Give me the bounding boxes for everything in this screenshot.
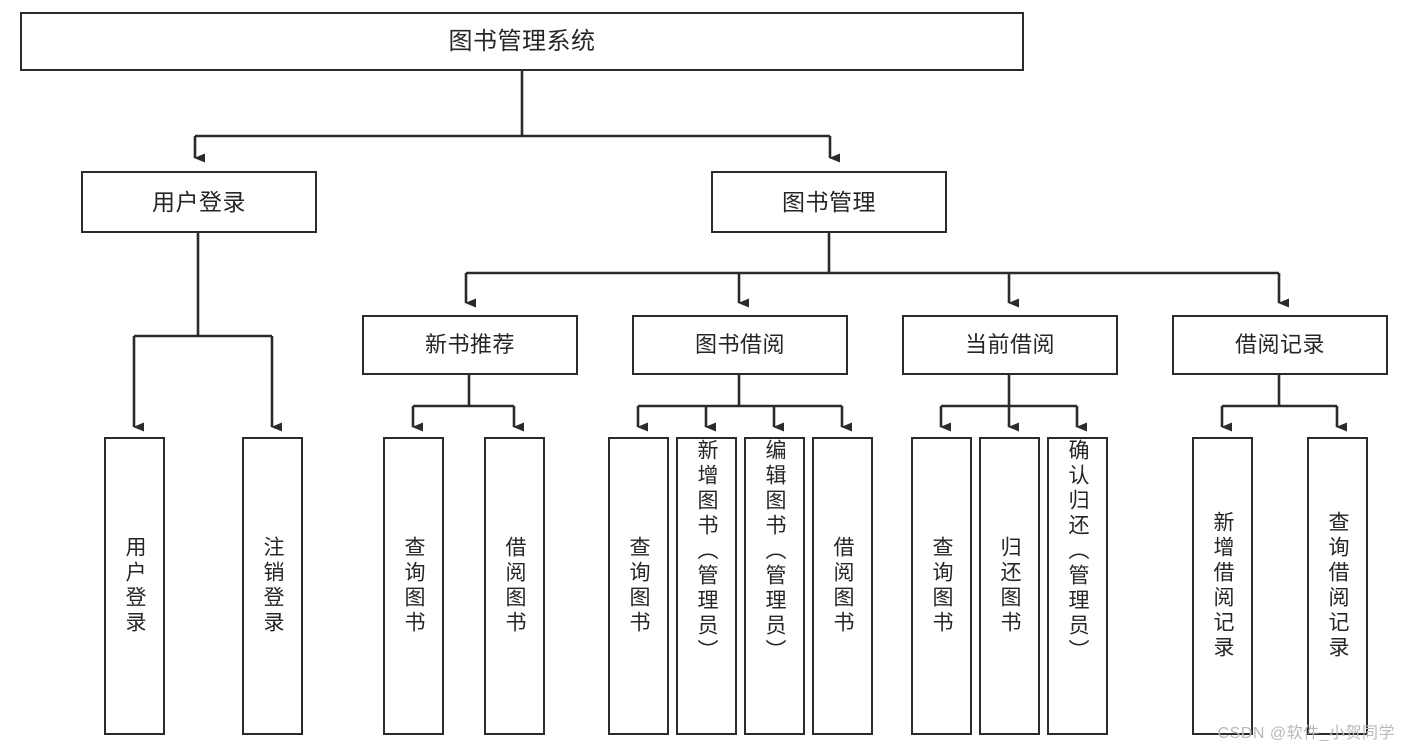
node-label: 用户登录 [152,188,246,215]
node-leaf-confirm-return-admin[interactable]: 确认归还（管理员） [1047,437,1108,735]
node-label: 查询图书 [930,536,953,636]
node-label: 当前借阅 [964,332,1055,358]
node-label: 归还图书 [998,536,1021,636]
node-leaf-user-login[interactable]: 用户登录 [104,437,165,735]
node-label: 图书管理 [782,188,876,215]
node-leaf-borrow-book-recommend[interactable]: 借阅图书 [484,437,545,735]
node-label: 注销登录 [261,536,284,636]
watermark: CSDN @软件_小贺同学 [1217,725,1395,742]
node-current-borrow[interactable]: 当前借阅 [902,315,1118,375]
node-label: 新增图书（管理员） [695,439,718,664]
node-label: 借阅记录 [1234,332,1325,358]
node-leaf-query-book-current[interactable]: 查询图书 [911,437,972,735]
node-label: 借阅图书 [503,536,526,636]
node-label: 用户登录 [123,536,146,636]
node-book-manage[interactable]: 图书管理 [711,171,947,233]
node-borrow-record[interactable]: 借阅记录 [1172,315,1388,375]
node-label: 图书管理系统 [448,27,596,55]
node-book-borrow[interactable]: 图书借阅 [632,315,848,375]
node-label: 查询借阅记录 [1326,511,1349,661]
node-leaf-return-book[interactable]: 归还图书 [979,437,1040,735]
node-label: 新增借阅记录 [1211,511,1234,661]
node-leaf-logout-login[interactable]: 注销登录 [242,437,303,735]
node-leaf-query-book-borrow[interactable]: 查询图书 [608,437,669,735]
node-label: 编辑图书（管理员） [763,439,786,664]
node-leaf-query-borrow-record[interactable]: 查询借阅记录 [1307,437,1368,735]
node-label: 查询图书 [402,536,425,636]
node-leaf-add-book-admin[interactable]: 新增图书（管理员） [676,437,737,735]
node-label: 借阅图书 [831,536,854,636]
node-leaf-add-borrow-record[interactable]: 新增借阅记录 [1192,437,1253,735]
node-leaf-edit-book-admin[interactable]: 编辑图书（管理员） [744,437,805,735]
node-label: 新书推荐 [424,332,515,358]
node-label: 查询图书 [627,536,650,636]
node-user-login[interactable]: 用户登录 [81,171,317,233]
node-leaf-query-book-recommend[interactable]: 查询图书 [383,437,444,735]
node-new-book-recommend[interactable]: 新书推荐 [362,315,578,375]
node-label: 确认归还（管理员） [1066,439,1089,664]
node-root-book-management-system[interactable]: 图书管理系统 [20,12,1024,71]
node-label: 图书借阅 [694,332,785,358]
node-leaf-borrow-book[interactable]: 借阅图书 [812,437,873,735]
